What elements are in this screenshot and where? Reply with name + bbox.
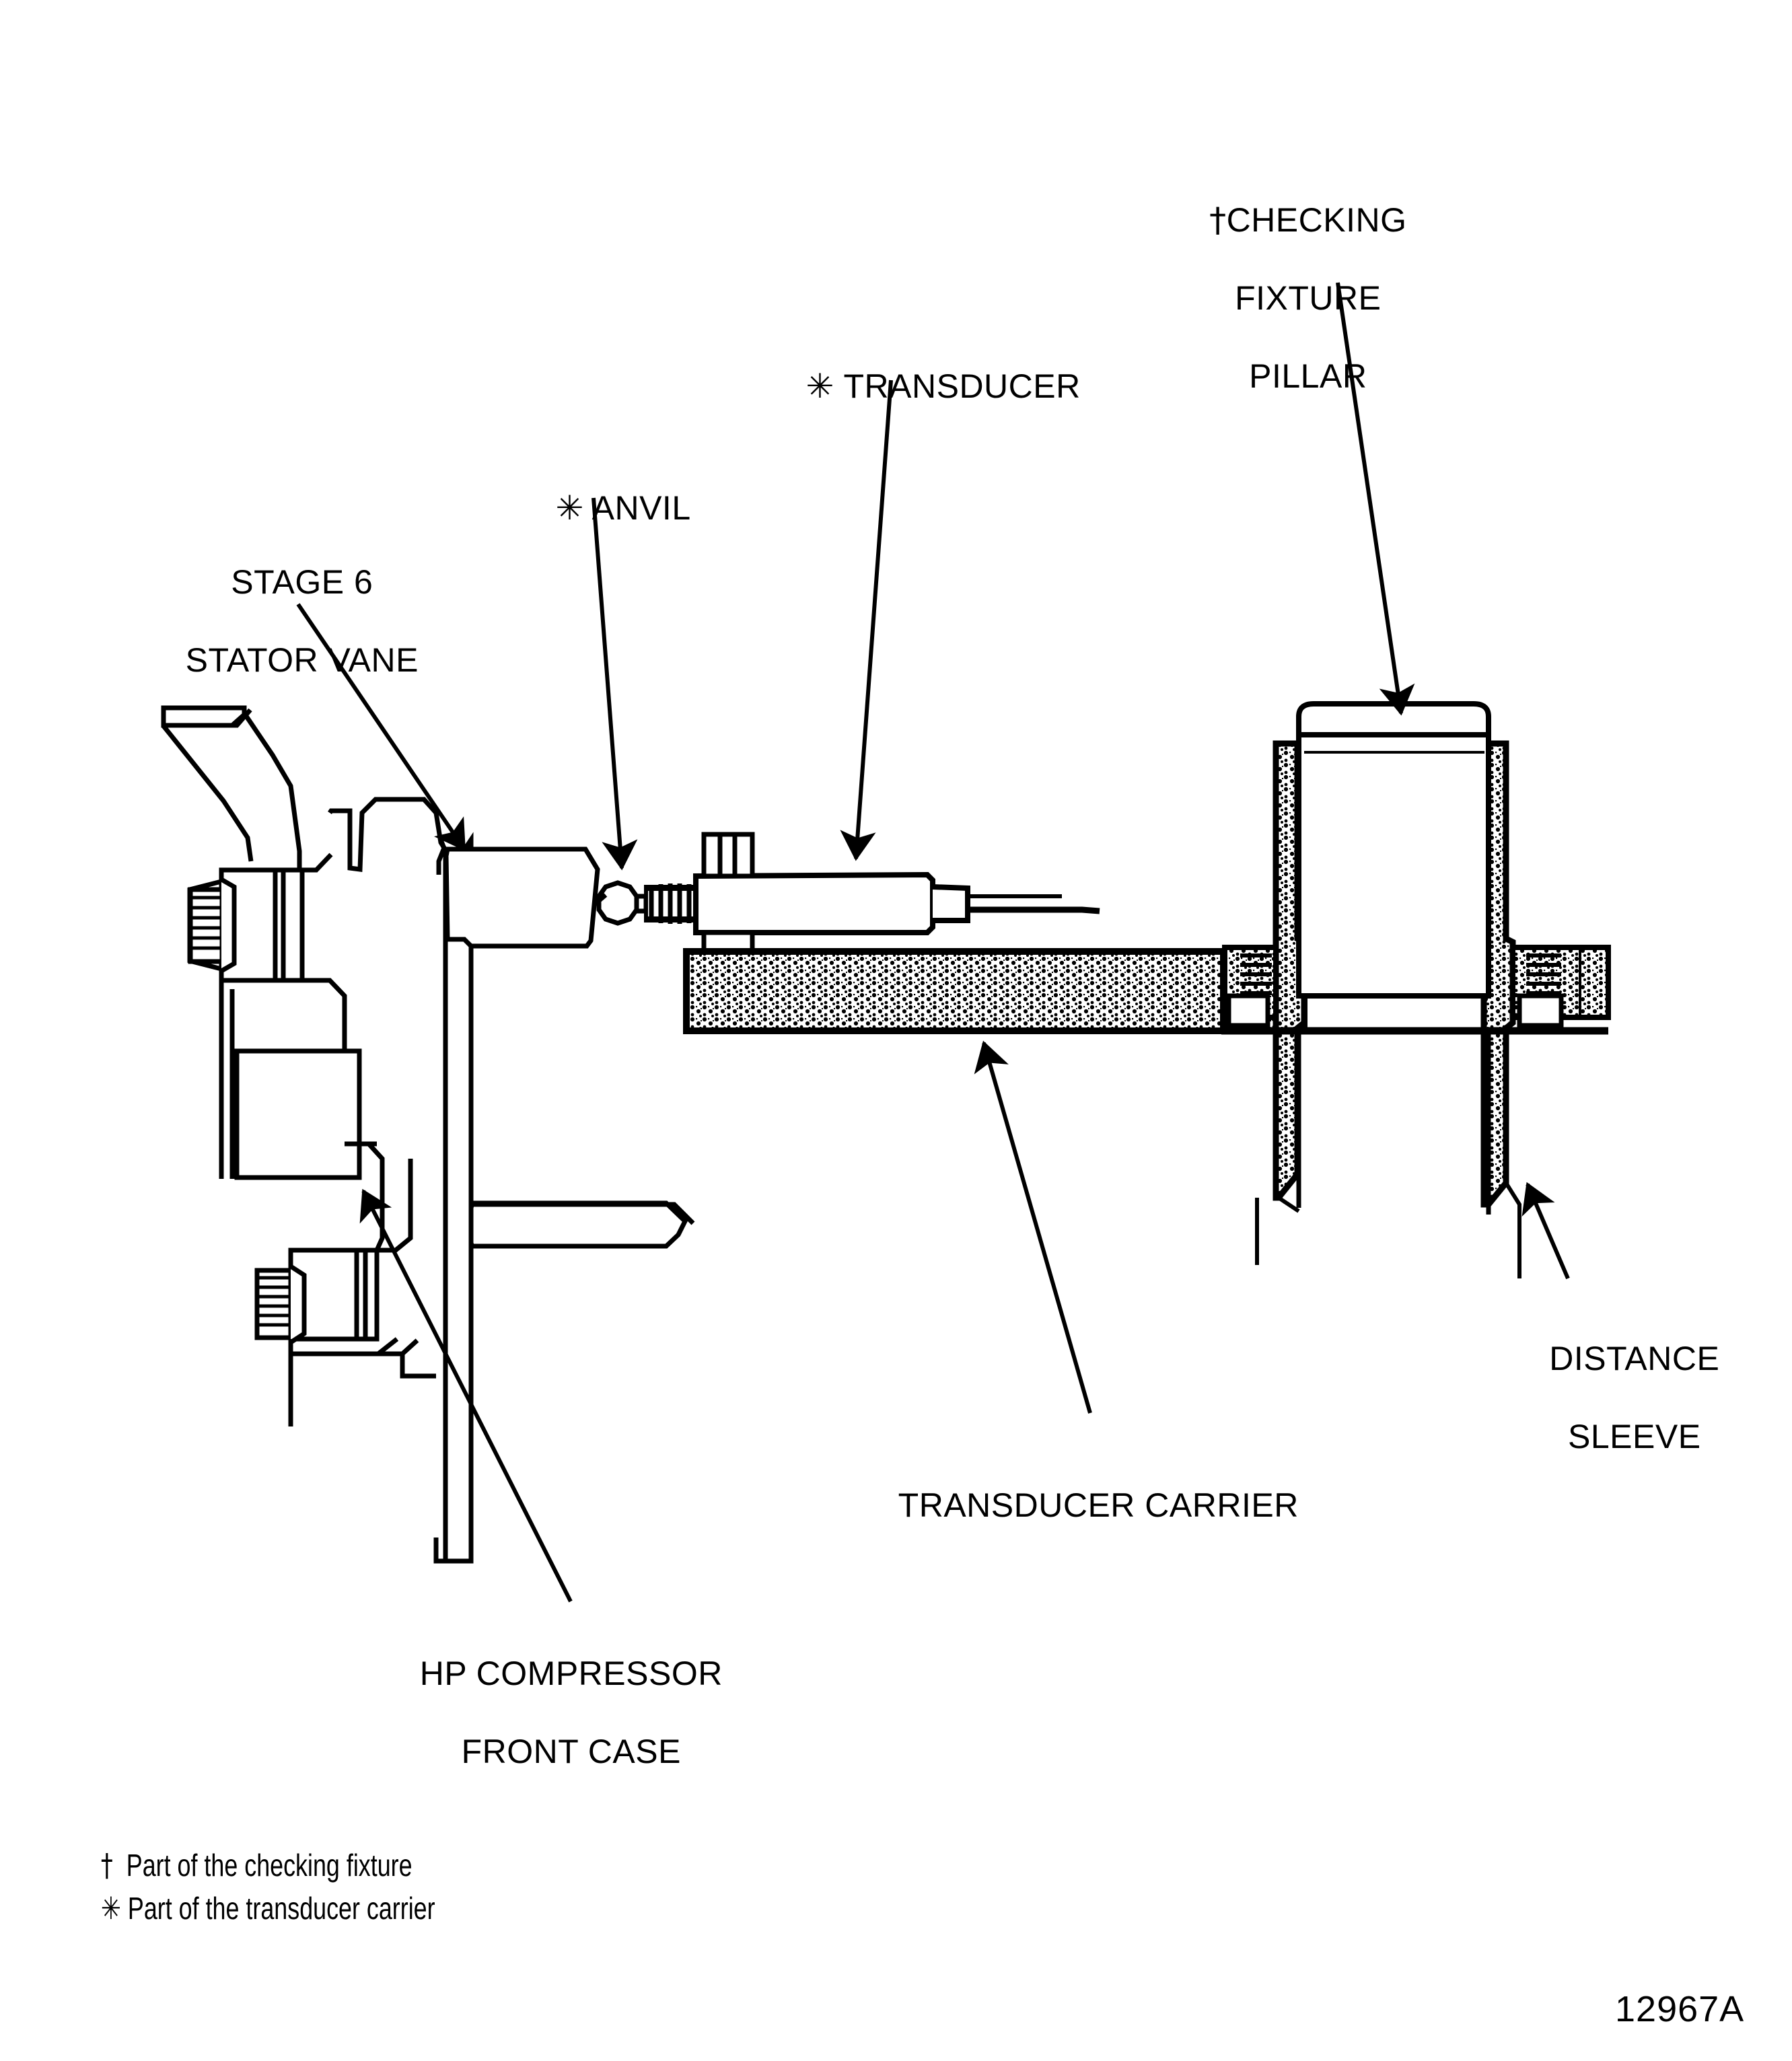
leader-distance-sleeve <box>1521 1182 1570 1280</box>
label-anvil-text: ANVIL <box>592 489 691 527</box>
leader-hp-compressor-front-case <box>359 1188 573 1603</box>
label-distance-sleeve-line2: SLEEVE <box>1568 1418 1701 1455</box>
legend-item-transducer-carrier: ✳ Part of the transducer carrier <box>74 1852 435 1965</box>
label-transducer: ✳ TRANSDUCER <box>767 328 1081 445</box>
legend-item-transducer-carrier-text: Part of the transducer carrier <box>127 1891 435 1926</box>
leader-stage6-stator-vane <box>296 603 466 851</box>
case-middle-recess <box>219 978 377 1180</box>
hp-compressor-front-case-outline <box>161 705 302 868</box>
label-checking-fixture-pillar-line3: PILLAR <box>1249 357 1367 395</box>
label-hp-compressor-front-case: HP COMPRESSOR FRONT CASE <box>377 1615 727 1810</box>
pillar-right-flange <box>1510 945 1611 1028</box>
label-checking-fixture-pillar-line1: CHECKING <box>1226 201 1407 239</box>
label-stage6-stator-vane: STAGE 6 STATOR VANE <box>141 523 424 719</box>
label-distance-sleeve: DISTANCE SLEEVE <box>1494 1300 1736 1495</box>
stage6-stator-vane-upper <box>443 846 600 949</box>
transducer-carrier-beam <box>683 948 1307 1034</box>
case-vertical-spine <box>433 832 474 1564</box>
sleeve-tail-lines <box>1255 1182 1521 1278</box>
lower-bolt-boss <box>254 1141 436 1426</box>
legend-item-checking-fixture: † Part of the checking fixture <box>74 1809 413 1922</box>
figure-id-code: 12967A <box>1615 1989 1745 2029</box>
upper-bolt-boss <box>187 853 333 983</box>
label-stage6-stator-vane-line1: STAGE 6 <box>231 563 373 601</box>
checking-fixture-pillar <box>1296 701 1491 999</box>
label-checking-fixture-pillar: †CHECKING FIXTURE PILLAR <box>1144 161 1433 435</box>
dagger-marker-icon: † <box>100 1847 113 1883</box>
label-transducer-carrier: TRANSDUCER CARRIER <box>860 1447 1299 1564</box>
leader-transducer-carrier <box>974 1040 1092 1414</box>
label-stage6-stator-vane-line2: STATOR VANE <box>185 641 419 679</box>
label-distance-sleeve-line1: DISTANCE <box>1549 1340 1720 1377</box>
stage6-stator-vane-lower <box>468 1200 695 1249</box>
dagger-marker-icon: † <box>1209 201 1227 240</box>
label-hp-compressor-front-case-line1: HP COMPRESSOR <box>419 1655 723 1692</box>
pillar-bore-lines <box>1296 1031 1491 1215</box>
asterisk-marker-icon: ✳ <box>805 367 834 406</box>
asterisk-marker-icon: ✳ <box>555 489 584 528</box>
case-body <box>328 797 447 875</box>
leader-lines <box>296 282 1570 1603</box>
legend-item-checking-fixture-text: Part of the checking fixture <box>126 1848 413 1883</box>
anvil <box>594 880 649 926</box>
leader-transducer <box>840 379 893 861</box>
label-hp-compressor-front-case-line2: FRONT CASE <box>461 1733 681 1770</box>
leader-checking-fixture-pillar <box>1336 282 1415 716</box>
leader-anvil <box>592 497 638 871</box>
label-transducer-text: TRANSDUCER <box>843 367 1081 405</box>
pillar-left-flange <box>1222 945 1279 1028</box>
anvil-threaded-shank <box>644 883 698 924</box>
asterisk-marker-icon: ✳ <box>100 1890 121 1926</box>
label-anvil: ✳ ANVIL <box>517 449 691 567</box>
label-checking-fixture-pillar-line2: FIXTURE <box>1235 279 1382 317</box>
label-transducer-carrier-text: TRANSDUCER CARRIER <box>898 1486 1299 1524</box>
transducer-body <box>693 871 1100 935</box>
